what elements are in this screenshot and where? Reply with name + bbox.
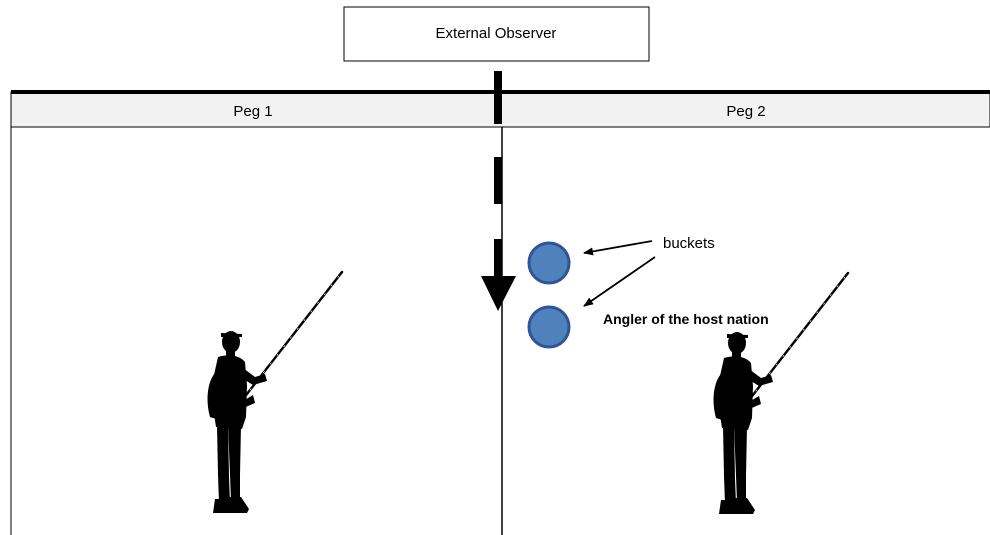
observer-path-shaft bbox=[494, 239, 502, 277]
bucket-circle-icon bbox=[527, 305, 571, 349]
peg-2-label: Peg 2 bbox=[726, 103, 765, 120]
angler-silhouette-icon bbox=[712, 271, 850, 516]
observer-path-dash-2 bbox=[494, 157, 502, 204]
buckets-arrow-lower bbox=[583, 256, 656, 307]
observer-path-dash-1 bbox=[494, 71, 502, 124]
peg-1-label: Peg 1 bbox=[233, 103, 272, 120]
buckets-arrow-upper bbox=[583, 240, 653, 256]
angler-host-nation-label: Angler of the host nation bbox=[603, 311, 769, 327]
external-observer-box bbox=[343, 6, 650, 62]
external-observer-label: External Observer bbox=[436, 25, 557, 42]
buckets-label: buckets bbox=[663, 235, 715, 252]
bucket-circle-icon bbox=[527, 241, 571, 285]
observer-path-arrowhead bbox=[481, 276, 516, 311]
angler-silhouette-icon bbox=[206, 270, 344, 515]
